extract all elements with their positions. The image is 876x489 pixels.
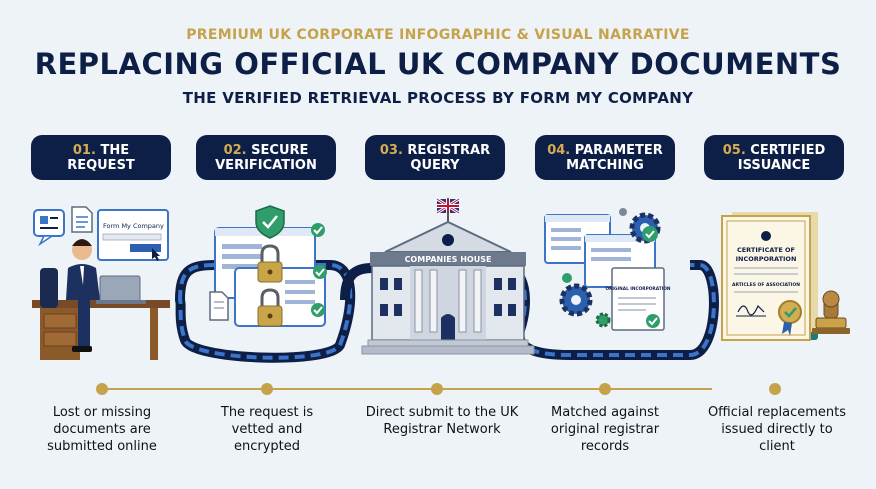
step-caption-3: Direct submit to the UK Registrar Networ… — [365, 405, 519, 437]
step-number: 05. — [722, 142, 746, 158]
step-label-line2: QUERY — [410, 157, 460, 173]
stage-5-illustration: CERTIFICATE OF INCORPORATION ARTICLES OF… — [721, 212, 850, 341]
kicker-text: PREMIUM UK CORPORATE INFOGRAPHIC & VISUA… — [186, 27, 690, 43]
step-label-line2: VERIFICATION — [215, 157, 317, 173]
timeline-dot — [261, 383, 273, 395]
page-subtitle: THE VERIFIED RETRIEVAL PROCESS BY FORM M… — [182, 89, 694, 107]
signature — [737, 304, 765, 316]
step-label-line1: PARAMETER — [574, 142, 663, 158]
step-label-line2: ISSUANCE — [737, 157, 811, 173]
flow-path-inner — [177, 263, 353, 360]
step-number: 03. — [379, 142, 403, 158]
certificate-subtitle: ARTICLES OF ASSOCIATION — [732, 282, 800, 288]
step-label-line1: SECURE — [251, 142, 309, 158]
stage-2-illustration — [209, 205, 327, 327]
gear-icon — [619, 208, 627, 216]
check-icon — [562, 273, 572, 283]
timeline — [100, 388, 712, 390]
document-icon — [71, 206, 93, 233]
check-icon — [311, 223, 325, 237]
step-caption-2: The request is vetted and encrypted — [220, 405, 314, 454]
gear-icon — [559, 283, 593, 317]
step-number: 02. — [223, 142, 247, 158]
step-caption-5: Official replacements issued directly to… — [707, 405, 847, 454]
page-title: REPLACING OFFICIAL UK COMPANY DOCUMENTS — [34, 47, 842, 81]
lock-icon — [257, 244, 283, 283]
step-caption-1: Lost or missing documents are submitted … — [47, 405, 157, 454]
certificate-title-line1: CERTIFICATE OF — [737, 246, 795, 254]
step-caption-4: Matched against original registrar recor… — [550, 405, 660, 454]
step-label-line1: CERTIFIED — [750, 142, 826, 158]
step-number: 01. — [72, 142, 96, 158]
certificate-title-line2: INCORPORATION — [736, 255, 797, 263]
timeline-dot — [769, 383, 781, 395]
step-number: 04. — [547, 142, 571, 158]
shield-icon — [255, 205, 285, 239]
stage-4-illustration: ORIGINAL INCORPORATION — [544, 208, 671, 331]
stamp-icon — [812, 290, 850, 334]
form-window-title: Form My Company — [103, 222, 164, 230]
step-label-line2: REQUEST — [67, 157, 135, 173]
check-icon — [646, 314, 660, 328]
stage-3-illustration: COMPANIES HOUSE — [361, 197, 535, 355]
flow-path-2 — [340, 263, 373, 301]
doc-title: ORIGINAL INCORPORATION — [605, 286, 670, 292]
timeline-dot — [431, 383, 443, 395]
timeline-dot — [96, 383, 108, 395]
stage-1-illustration: Form My Company — [32, 206, 170, 360]
timeline-dot — [599, 383, 611, 395]
laptop — [99, 275, 141, 303]
crest-icon — [761, 231, 771, 241]
step-label-line2: MATCHING — [566, 157, 644, 173]
step-label-line1: THE — [100, 142, 130, 158]
chair — [40, 268, 58, 308]
gear-icon — [595, 312, 611, 328]
union-flag-icon — [436, 197, 460, 215]
step-label-line1: REGISTRAR — [407, 142, 491, 158]
gold-seal-icon — [778, 300, 802, 336]
check-icon — [311, 303, 325, 317]
check-icon — [642, 226, 658, 242]
check-icon — [313, 265, 327, 279]
companies-house-sign — [370, 252, 526, 266]
companies-house-sign-text: COMPANIES HOUSE — [405, 255, 492, 264]
lock-icon — [257, 288, 283, 327]
speech-bubble — [33, 209, 65, 237]
